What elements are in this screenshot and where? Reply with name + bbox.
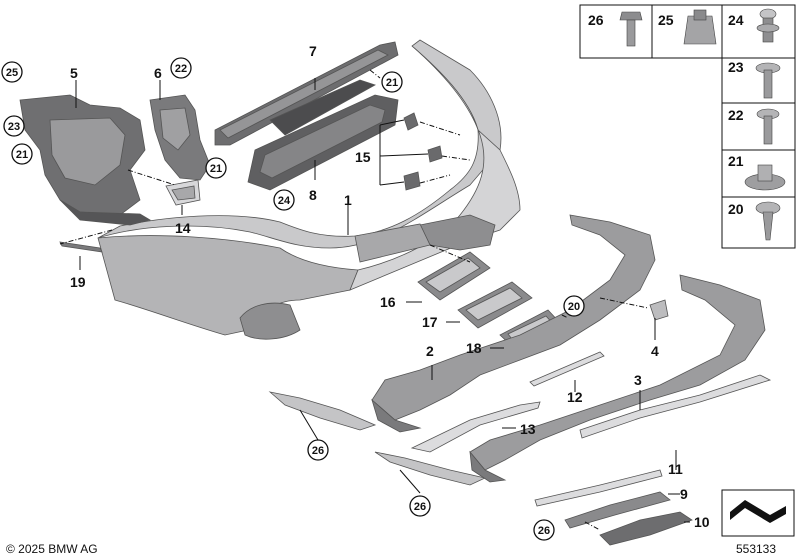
callout-4: 4 [651,343,659,359]
circled-callouts: 25 23 21 22 21 21 24 20 26 26 26 [1,57,585,541]
copyright-text: © 2025 BMW AG [6,542,98,556]
callout-1: 1 [344,192,352,208]
circled-22-mid: 22 [170,57,192,79]
screw-20-icon [755,201,781,241]
circled-21-mid: 21 [205,157,227,179]
svg-text:23: 23 [8,121,20,133]
callout-13: 13 [520,421,536,437]
diffuser-2 [268,214,656,433]
callout-10: 10 [694,514,710,530]
legend-22: 22 [728,107,744,123]
screw-22-icon [756,108,780,145]
callout-16: 16 [380,294,396,310]
diagram-number: 553133 [736,542,776,556]
left-bracket [19,94,152,226]
callout-17: 17 [422,314,438,330]
legend-24: 24 [728,12,744,28]
legend-26: 26 [588,12,604,28]
upper-carrier [214,41,399,146]
reflector-14 [165,179,201,206]
dashed-lines [59,69,649,531]
corner-bracket [149,94,211,181]
diffuser-3 [374,274,766,486]
leader-lines [75,78,690,523]
circled-20-mid: 20 [563,295,585,317]
callout-6: 6 [154,65,162,81]
nut-21-icon [744,164,786,191]
screw-23-icon [755,62,781,99]
callout-3: 3 [634,372,642,388]
callout-5: 5 [70,65,78,81]
svg-text:26: 26 [414,501,426,513]
circled-26-c: 26 [533,519,555,541]
svg-text:22: 22 [175,63,187,75]
callout-15: 15 [355,149,371,165]
circled-21-left: 21 [11,143,33,165]
callout-18: 18 [466,340,482,356]
fastener-legend: 26 25 24 23 22 21 20 [579,4,796,249]
callout-11: 11 [668,461,683,477]
callout-9: 9 [680,486,688,502]
svg-text:24: 24 [278,195,291,207]
svg-text:20: 20 [568,301,580,313]
circled-23: 23 [3,115,25,137]
legend-23: 23 [728,59,744,75]
circled-24-mid: 24 [273,189,295,211]
push-clip-24-icon [756,8,780,43]
bolt-26-icon [619,11,643,47]
callout-19: 19 [70,274,86,290]
clips-15 [403,112,443,191]
svg-text:26: 26 [538,525,550,537]
callout-12: 12 [567,389,583,405]
circled-26-b: 26 [409,495,431,517]
callout-numbers: 1 2 3 4 5 6 7 8 9 10 11 12 13 14 15 16 1… [70,43,710,530]
trim-strip-19 [59,241,103,253]
clip-nut-25-icon [683,9,717,45]
svg-text:21: 21 [386,77,398,89]
svg-text:26: 26 [312,445,324,457]
circled-26-a: 26 [307,439,329,461]
svg-text:21: 21 [16,149,28,161]
legend-25: 25 [658,12,674,28]
callout-2: 2 [426,343,434,359]
legend-20: 20 [728,201,744,217]
svg-text:21: 21 [210,163,222,175]
trim-strips [410,299,772,546]
callout-14: 14 [175,220,191,236]
callout-8: 8 [309,187,317,203]
rear-bumper-cover [97,39,521,340]
direction-arrow-box: 553133 [721,489,795,556]
legend-21: 21 [728,153,744,169]
impact-absorber [247,79,399,191]
svg-text:25: 25 [6,67,18,79]
callout-7: 7 [309,43,317,59]
circled-25-top-left: 25 [1,61,23,83]
circled-21-top: 21 [381,71,403,93]
